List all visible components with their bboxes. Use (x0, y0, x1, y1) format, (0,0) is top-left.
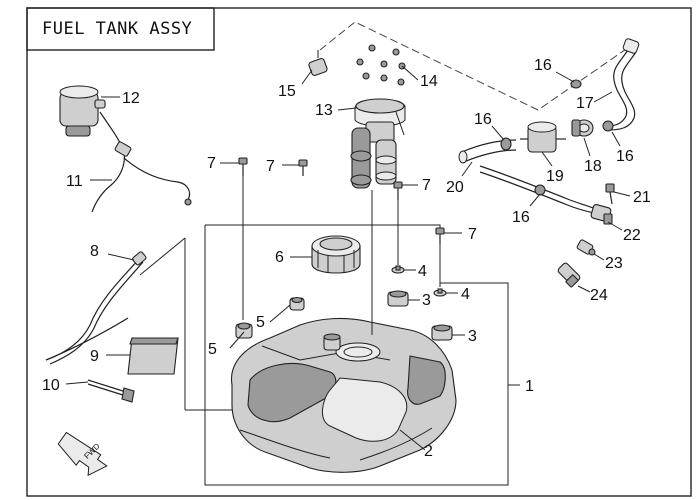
callout-7b: 7 (266, 158, 275, 175)
diagram-border (26, 7, 692, 497)
callout-19: 19 (546, 168, 564, 185)
washer-4-a (391, 265, 405, 274)
callout-12: 12 (122, 90, 140, 107)
callout-22: 22 (623, 227, 641, 244)
callout-11: 11 (66, 173, 83, 190)
forward-direction-arrow: FWD (57, 431, 108, 477)
callout-9: 9 (90, 348, 99, 365)
callout-7c: 7 (422, 177, 431, 194)
fuel-tank (231, 317, 457, 473)
bolt-21 (605, 183, 615, 205)
callout-14: 14 (420, 73, 438, 90)
callout-3a: 3 (422, 292, 431, 309)
mount-5-b (289, 296, 305, 311)
callout-24: 24 (590, 287, 608, 304)
hose-8-guide-line (139, 237, 186, 276)
callout-5b: 5 (256, 314, 265, 331)
fuel-cap (311, 235, 361, 274)
breather-hose (45, 251, 147, 365)
connector-22 (590, 204, 613, 225)
washer-4-b (433, 288, 447, 297)
callout-15: 15 (278, 83, 296, 100)
callout-6: 6 (275, 249, 284, 266)
clamp-16-c (602, 120, 614, 132)
callout-8: 8 (90, 243, 99, 260)
callout-20: 20 (446, 179, 464, 196)
injector-24 (557, 262, 581, 288)
clamp-18 (571, 119, 594, 137)
pump-link-dashed-line (319, 21, 633, 111)
bolt-7-c (393, 181, 403, 200)
title-box (26, 7, 215, 51)
pad-9 (127, 337, 179, 375)
bolt-7-b (298, 159, 308, 176)
callout-5a: 5 (208, 341, 217, 358)
callout-18: 18 (584, 158, 602, 175)
callout-16a: 16 (534, 57, 552, 74)
callout-17: 17 (576, 95, 594, 112)
grommet-3-a (387, 290, 409, 307)
callout-16b: 16 (474, 111, 492, 128)
callout-23: 23 (605, 255, 623, 272)
callout-2: 2 (424, 443, 433, 460)
bolt-10 (87, 379, 135, 403)
callout-10: 10 (42, 377, 60, 394)
leader-lines (65, 65, 631, 451)
fuel-pump (350, 98, 406, 189)
clamp-16-b (500, 137, 512, 151)
fuel-filter (59, 85, 106, 137)
fuel-hose-20 (458, 139, 599, 215)
callout-3b: 3 (468, 328, 477, 345)
callout-1: 1 (525, 378, 534, 395)
callout-4b: 4 (461, 286, 470, 303)
fuel-hose-11 (91, 111, 192, 213)
diagram-title: FUEL TANK ASSY (42, 19, 192, 39)
callout-7d: 7 (468, 226, 477, 243)
callout-4a: 4 (418, 263, 427, 280)
fitting-23 (576, 239, 596, 256)
callout-16c: 16 (616, 148, 634, 165)
bolt-7-d (435, 227, 445, 244)
callout-16d: 16 (512, 209, 530, 226)
pump-connector (308, 50, 328, 77)
callout-21: 21 (633, 189, 651, 206)
grommet-3-b (431, 324, 453, 341)
mount-5-a (235, 322, 253, 339)
clamp-16-d (534, 184, 546, 196)
callout-7a: 7 (207, 155, 216, 172)
fuel-hose-17 (607, 38, 640, 131)
pump-screws (356, 44, 406, 86)
tank-assembly-bracket (204, 224, 509, 486)
callout-13: 13 (315, 102, 333, 119)
inline-filter-19 (520, 121, 566, 153)
bolt-7-a (238, 157, 248, 176)
